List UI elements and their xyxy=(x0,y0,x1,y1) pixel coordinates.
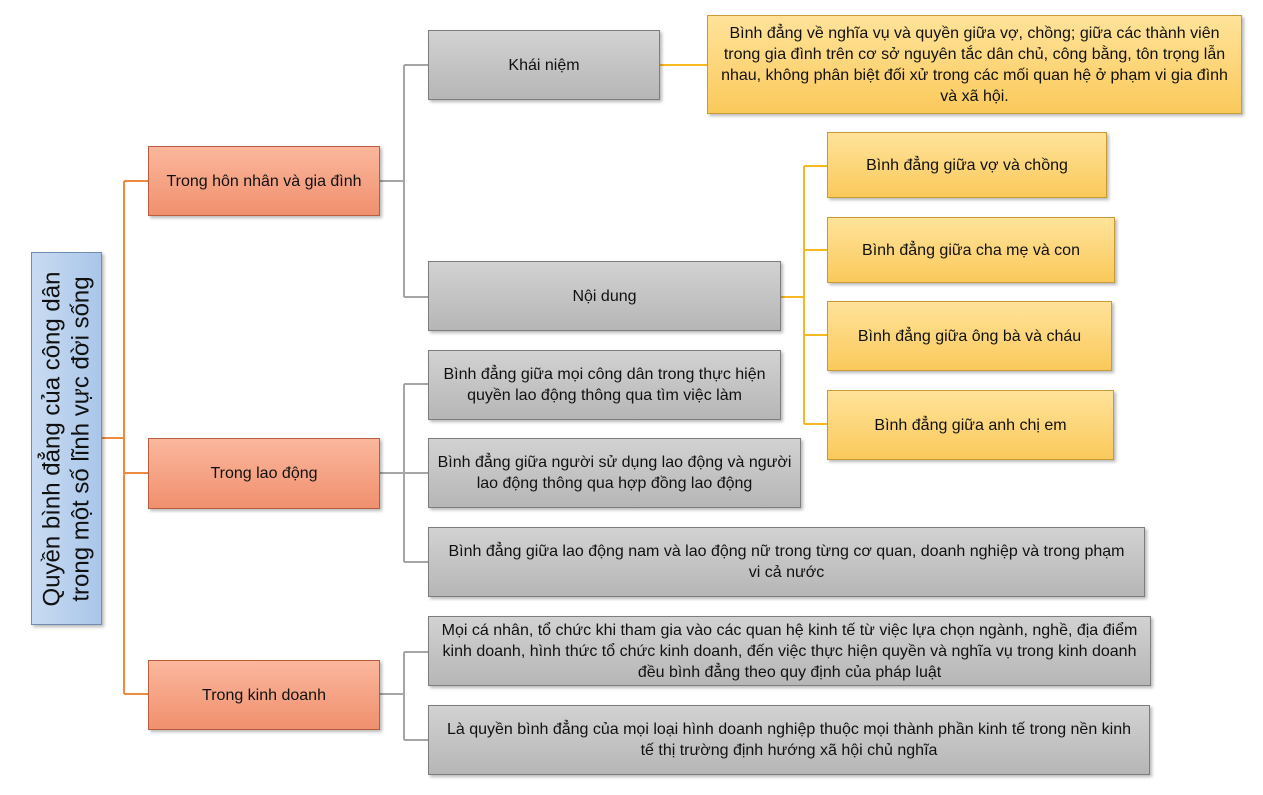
root-node: Quyền bình đẳng của công dân trong một s… xyxy=(31,252,102,625)
kinh-doanh-item: Là quyền bình đẳng của mọi loại hình doa… xyxy=(428,705,1150,775)
node-noi-dung: Nội dung xyxy=(428,261,781,331)
lao-dong-item: Bình đẳng giữa mọi công dân trong thực h… xyxy=(428,350,781,420)
branch-lao-dong: Trong lao động xyxy=(148,438,380,509)
root-title-line-1: Quyền bình đẳng của công dân xyxy=(38,271,66,606)
noi-dung-item: Bình đẳng giữa ông bà và cháu xyxy=(827,301,1112,371)
lao-dong-item: Bình đẳng giữa lao động nam và lao động … xyxy=(428,527,1145,597)
noi-dung-item: Bình đẳng giữa anh chị em xyxy=(827,390,1114,460)
branch-hon-nhan: Trong hôn nhân và gia đình xyxy=(148,146,380,216)
khai-niem-definition: Bình đẳng về nghĩa vụ và quyền giữa vợ, … xyxy=(707,15,1242,114)
lao-dong-item: Bình đẳng giữa người sử dụng lao động và… xyxy=(428,438,801,508)
root-title-line-2: trong một số lĩnh vực đời sống xyxy=(67,275,95,602)
noi-dung-item: Bình đẳng giữa vợ và chồng xyxy=(827,132,1107,198)
noi-dung-item: Bình đẳng giữa cha mẹ và con xyxy=(827,217,1115,283)
node-khai-niem: Khái niệm xyxy=(428,30,660,100)
root-title: Quyền bình đẳng của công dân trong một s… xyxy=(38,271,96,606)
kinh-doanh-item: Mọi cá nhân, tổ chức khi tham gia vào cá… xyxy=(428,616,1151,686)
branch-kinh-doanh: Trong kinh doanh xyxy=(148,660,380,730)
